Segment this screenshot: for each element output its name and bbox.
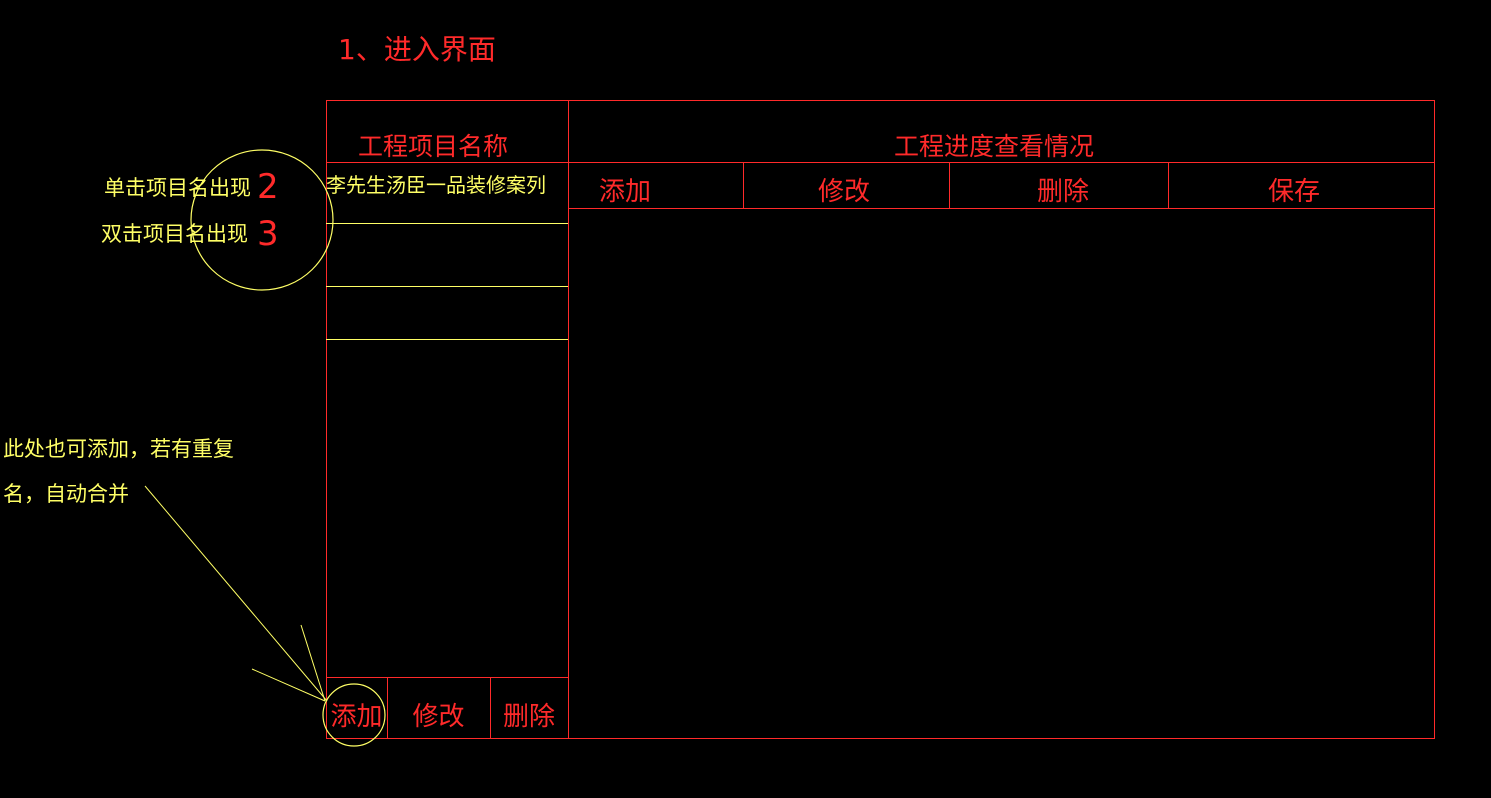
list-row-divider [326, 339, 568, 340]
progress-header: 工程进度查看情况 [894, 132, 1095, 161]
double-click-note: 双击项目名出现 [101, 222, 248, 246]
left-header-divider [326, 162, 569, 163]
toolbar-divider [1168, 162, 1169, 209]
right-delete-button[interactable]: 删除 [1037, 177, 1090, 207]
panel-divider [568, 100, 569, 739]
callout-leader-line [144, 485, 328, 702]
project-list-item[interactable]: 李先生汤臣一品装修案列 [326, 173, 546, 197]
left-button-bar-top [326, 677, 569, 678]
list-row-divider [326, 286, 568, 287]
project-name-header: 工程项目名称 [358, 132, 509, 161]
main-frame [326, 100, 1435, 739]
click-callout-circle [190, 149, 334, 291]
left-delete-button[interactable]: 删除 [502, 702, 555, 732]
single-click-number: 2 [257, 167, 279, 207]
callout-arrow-line [300, 624, 326, 702]
right-save-button[interactable]: 保存 [1268, 177, 1321, 207]
add-button-callout-circle [322, 683, 386, 747]
right-toolbar-bottom [568, 208, 1435, 209]
left-button-divider [490, 677, 491, 739]
left-add-button[interactable]: 添加 [330, 702, 383, 732]
right-header-divider [568, 162, 1435, 163]
add-note-line1: 此处也可添加，若有重复 [3, 437, 234, 461]
toolbar-divider [743, 162, 744, 209]
double-click-number: 3 [257, 214, 279, 254]
left-edit-button[interactable]: 修改 [412, 702, 465, 732]
step-title: 1、进入界面 [338, 33, 496, 66]
single-click-note: 单击项目名出现 [104, 176, 251, 200]
right-edit-button[interactable]: 修改 [818, 177, 871, 207]
add-note-line2: 名，自动合并 [3, 482, 129, 506]
toolbar-divider [949, 162, 950, 209]
callout-arrow-line [251, 668, 326, 702]
right-add-button[interactable]: 添加 [599, 177, 652, 207]
list-row-divider [326, 223, 568, 224]
left-button-divider [387, 677, 388, 739]
